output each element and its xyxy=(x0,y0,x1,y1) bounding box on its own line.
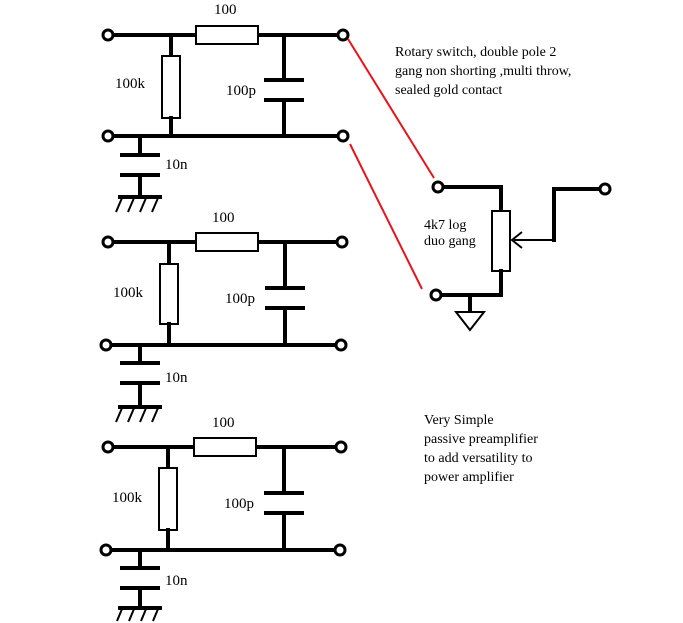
output-terminal xyxy=(335,235,349,249)
output-terminal xyxy=(334,440,348,454)
filter-stage-2: 100 100k 100p 10n xyxy=(99,210,349,423)
series-resistor xyxy=(195,25,259,45)
input-terminal xyxy=(99,543,113,557)
series-resistor-label: 100 xyxy=(214,2,237,18)
output-terminal xyxy=(336,28,350,42)
chassis-ground-icon xyxy=(115,195,162,213)
note-line: gang non shorting ,multi throw, xyxy=(395,64,571,79)
shunt-capacitor-label: 100p xyxy=(226,83,256,99)
filter-stage-3: 100 100k 100p 10n xyxy=(99,415,348,622)
ground-triangle-icon xyxy=(453,311,487,332)
series-resistor-label: 100 xyxy=(212,415,235,431)
shunt-capacitor-label: 100p xyxy=(225,291,255,307)
note-line: Rotary switch, double pole 2 xyxy=(395,45,556,60)
input-terminal xyxy=(101,440,115,454)
shunt-resistor-label: 100k xyxy=(112,490,143,506)
switch-note: Rotary switch, double pole 2 gang non sh… xyxy=(395,45,571,98)
input-terminal xyxy=(101,235,115,249)
description-note: Very Simple passive preamplifier to add … xyxy=(424,413,538,485)
switch-link-upper xyxy=(347,38,435,179)
shunt-resistor xyxy=(159,263,179,325)
potentiometer-body xyxy=(491,210,511,272)
output-terminal xyxy=(333,543,347,557)
series-resistor-label: 100 xyxy=(212,210,235,226)
switch-link-lower xyxy=(349,143,423,290)
chassis-ground-icon xyxy=(115,405,162,423)
shunt-capacitor-label: 100p xyxy=(224,496,254,512)
series-resistor xyxy=(193,437,257,457)
series-resistor xyxy=(195,232,259,252)
note-line: passive preamplifier xyxy=(424,432,538,447)
ground-capacitor-label: 10n xyxy=(165,573,188,589)
note-line: power amplifier xyxy=(424,470,514,485)
volume-potentiometer: 4k7 log duo gang xyxy=(424,180,612,332)
shunt-resistor-label: 100k xyxy=(113,285,144,301)
pot-label-line: 4k7 log xyxy=(424,218,466,233)
wiper-arrow-icon xyxy=(510,231,554,249)
ground-capacitor-label: 10n xyxy=(165,157,188,173)
note-line: sealed gold contact xyxy=(395,83,502,98)
shunt-resistor xyxy=(158,467,178,531)
output-terminal xyxy=(336,129,350,143)
output-terminal xyxy=(598,182,612,196)
chassis-ground-icon xyxy=(116,606,162,622)
input-terminal xyxy=(101,129,115,143)
pot-ground-terminal xyxy=(429,288,443,302)
shunt-resistor xyxy=(161,55,181,119)
note-line: Very Simple xyxy=(424,413,494,428)
note-line: to add versatility to xyxy=(424,451,532,466)
ground-capacitor-label: 10n xyxy=(165,370,188,386)
filter-stage-1: 100 100k 100p 10n xyxy=(101,2,350,213)
shunt-resistor-label: 100k xyxy=(115,76,146,92)
pot-input-terminal xyxy=(431,180,445,194)
output-terminal xyxy=(334,338,348,352)
input-terminal xyxy=(99,338,113,352)
input-terminal xyxy=(101,28,115,42)
pot-label-line: duo gang xyxy=(424,234,476,249)
